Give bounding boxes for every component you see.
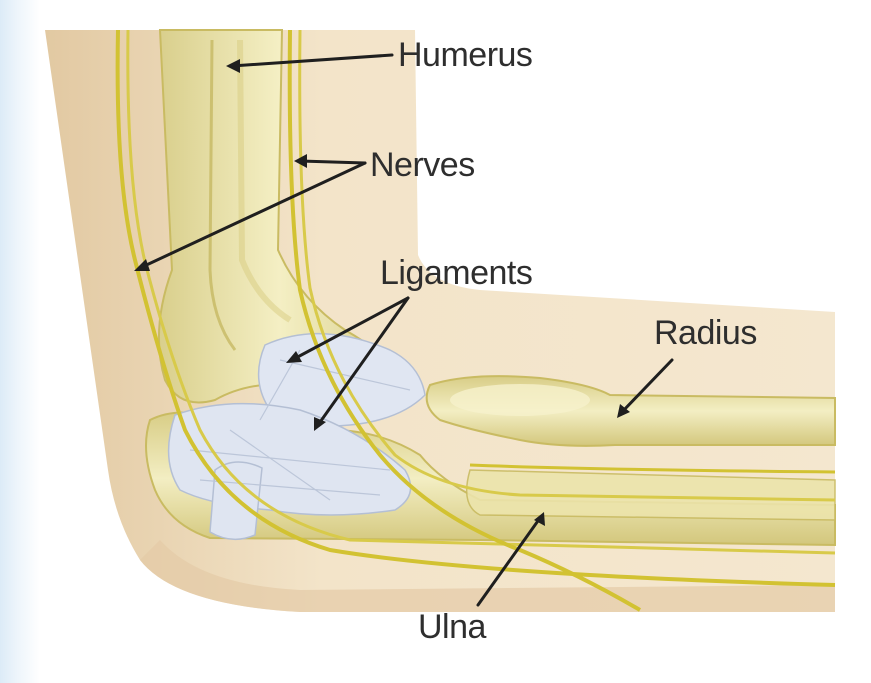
ulna-label: Ulna	[418, 610, 486, 644]
ligaments-label: Ligaments	[380, 256, 532, 290]
humerus-label: Humerus	[398, 38, 532, 72]
nerves-label: Nerves	[370, 148, 475, 182]
radius-head	[450, 384, 590, 416]
radius-label: Radius	[654, 316, 757, 350]
nerves-leader-line-upper	[300, 161, 365, 163]
